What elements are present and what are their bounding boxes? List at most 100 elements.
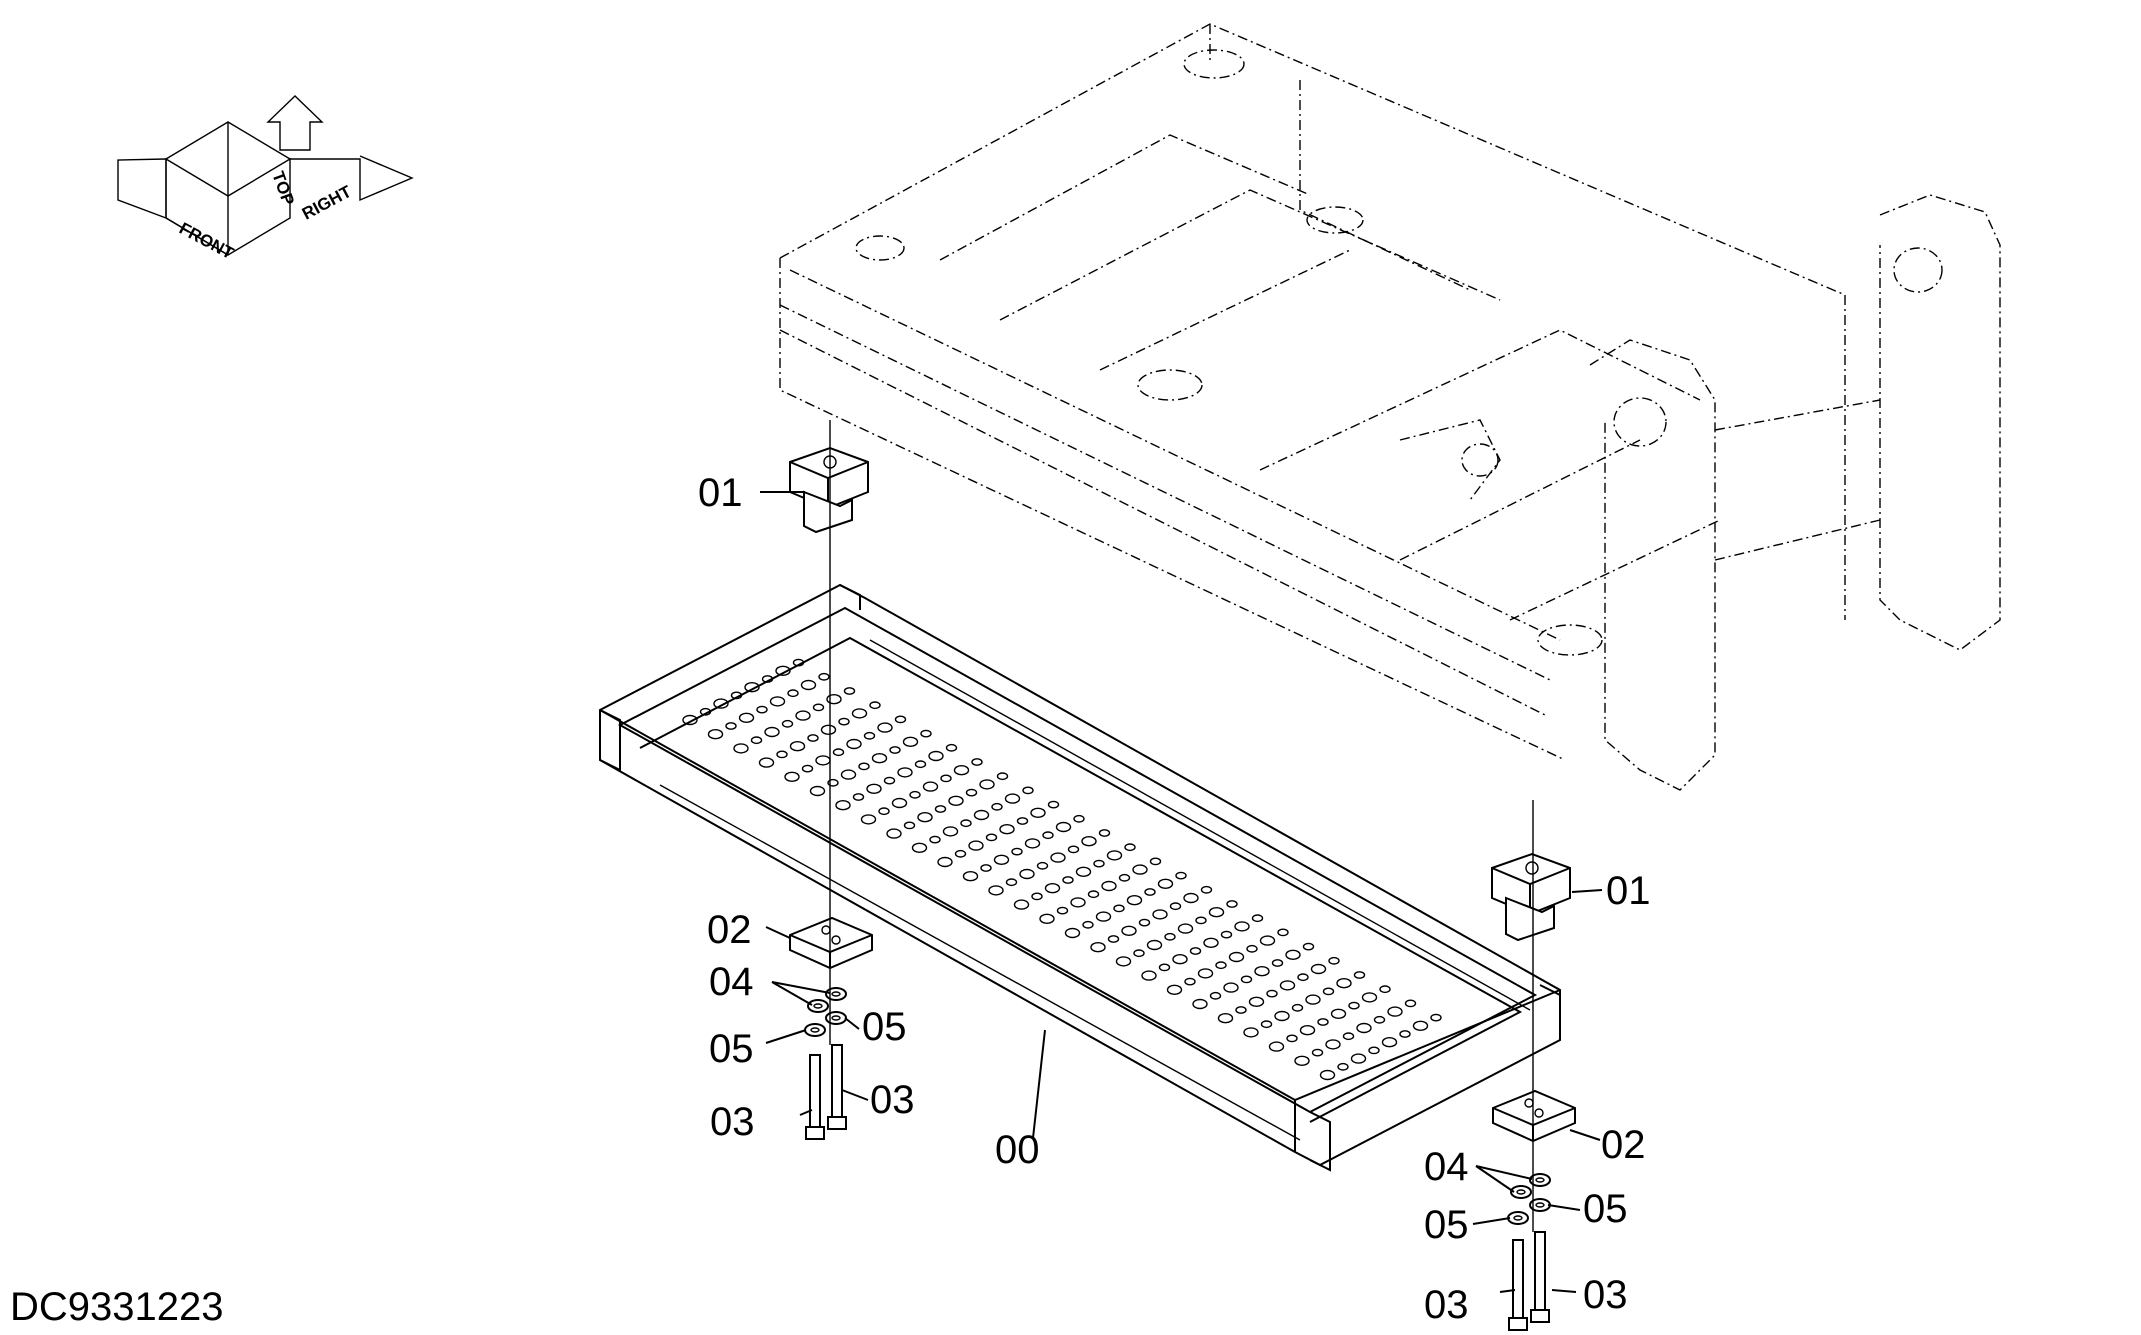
perforation-hole xyxy=(1192,998,1208,1010)
perforation-hole xyxy=(713,698,729,709)
perforation-hole xyxy=(934,805,947,813)
perforation-hole xyxy=(1325,1039,1341,1050)
perforation-hole xyxy=(1118,873,1131,882)
perforation-hole xyxy=(725,722,737,730)
bolts-left xyxy=(805,1044,847,1140)
part-01-block-left xyxy=(789,446,869,534)
perforation-hole xyxy=(812,703,825,712)
perforation-hole xyxy=(1228,951,1245,963)
perforation-hole xyxy=(914,760,927,769)
perforation-hole xyxy=(928,750,944,762)
part-00-step xyxy=(599,583,1561,1172)
perforation-hole xyxy=(1095,911,1112,922)
perforation-hole xyxy=(1268,1041,1285,1052)
perforation-hole xyxy=(1291,1003,1304,1012)
perforation-hole xyxy=(1279,980,1296,991)
perforation-hole xyxy=(1328,956,1340,965)
perforation-hole xyxy=(1106,850,1123,861)
perforation-hole xyxy=(863,731,876,740)
perforation-hole xyxy=(929,835,941,844)
perforation-hole xyxy=(883,776,896,785)
perforation-hole xyxy=(1133,949,1145,958)
perforation-hole xyxy=(1373,1015,1386,1024)
perforation-hole xyxy=(835,800,851,811)
perforation-hole xyxy=(1121,925,1137,936)
callout-00: 00 xyxy=(995,1128,1040,1172)
perforation-hole xyxy=(1302,942,1315,951)
perforation-hole xyxy=(1152,909,1168,920)
perforation-hole xyxy=(795,710,811,721)
perforation-hole xyxy=(971,758,983,766)
perforation-hole xyxy=(846,738,862,750)
perforation-hole xyxy=(996,772,1009,781)
perforation-hole xyxy=(682,714,698,726)
perforation-hole xyxy=(1016,817,1029,825)
perforation-hole xyxy=(1044,883,1061,894)
perforation-hole xyxy=(764,726,780,738)
orient-right-label: RIGHT xyxy=(299,182,355,224)
orientation-compass: FRONT TOP RIGHT xyxy=(117,95,414,263)
perforation-hole xyxy=(840,769,857,780)
perforation-hole xyxy=(1022,786,1034,795)
callout-03-left-a: 03 xyxy=(870,1078,915,1122)
perforation-hole xyxy=(1024,838,1041,849)
perforation-hole xyxy=(1172,954,1188,965)
perforation-hole xyxy=(1266,989,1278,998)
perforation-hole xyxy=(1243,1027,1259,1038)
perforation-hole xyxy=(1271,959,1284,967)
leader-lines xyxy=(760,491,1603,1293)
perforation-hole xyxy=(922,781,939,792)
perforation-hole xyxy=(894,715,907,724)
perforation-hole xyxy=(1259,935,1276,946)
perforation-hole xyxy=(1056,906,1069,915)
perforation-hole xyxy=(775,665,791,676)
perforation-hole xyxy=(897,767,913,778)
diagram-id: DC9331223 xyxy=(10,1285,224,1329)
perforation-hole xyxy=(769,696,786,707)
perforation-hole xyxy=(1146,939,1163,951)
perforation-hole xyxy=(738,712,755,723)
perforation-hole xyxy=(1234,921,1250,932)
perforation-hole xyxy=(744,682,760,693)
perforation-hole xyxy=(1113,904,1125,913)
callout-01-right: 01 xyxy=(1606,869,1651,913)
perforation-hole xyxy=(1064,927,1081,939)
callout-04-left: 04 xyxy=(709,960,754,1004)
perforation-hole xyxy=(1299,1024,1316,1036)
perforation-hole xyxy=(733,743,749,754)
perforation-hole xyxy=(800,679,817,691)
perforation-hole xyxy=(1062,876,1074,884)
perforation-hole xyxy=(940,774,952,783)
perforation-hole xyxy=(1082,920,1094,929)
perforation-hole xyxy=(1342,1032,1355,1041)
perforation-hole xyxy=(820,724,837,735)
perforation-hole xyxy=(877,722,893,733)
perforation-hole xyxy=(1081,836,1097,847)
perforation-hole xyxy=(1248,996,1265,1007)
perforation-hole xyxy=(1254,966,1270,977)
callout-05-right-b: 05 xyxy=(1424,1203,1469,1247)
perforation-hole xyxy=(1070,897,1086,908)
perforation-hole xyxy=(1361,992,1378,1003)
perforation-hole xyxy=(1209,991,1222,1000)
callout-02-left: 02 xyxy=(707,908,752,952)
callout-03-right-a: 03 xyxy=(1583,1273,1628,1317)
perforation-hole xyxy=(1149,857,1162,866)
perforation-hole xyxy=(838,717,850,726)
upper-frame xyxy=(779,23,2001,791)
perforation-hole xyxy=(1322,987,1335,996)
perforation-hole xyxy=(1107,935,1120,943)
perforation-hole xyxy=(1200,885,1213,894)
perforation-hole xyxy=(1115,956,1132,967)
perforation-hole xyxy=(1183,892,1199,904)
perforation-hole xyxy=(1337,1062,1349,1071)
perforation-hole xyxy=(1036,861,1049,870)
perforation-hole xyxy=(787,689,799,698)
callout-05-right-a: 05 xyxy=(1583,1187,1628,1231)
perforation-hole xyxy=(1217,1013,1234,1024)
perforation-hole xyxy=(1317,1018,1329,1026)
perforation-hole xyxy=(1055,821,1072,833)
perforation-hole xyxy=(1330,1008,1347,1019)
perforation-hole xyxy=(1132,864,1148,875)
perforation-hole xyxy=(1098,829,1111,837)
